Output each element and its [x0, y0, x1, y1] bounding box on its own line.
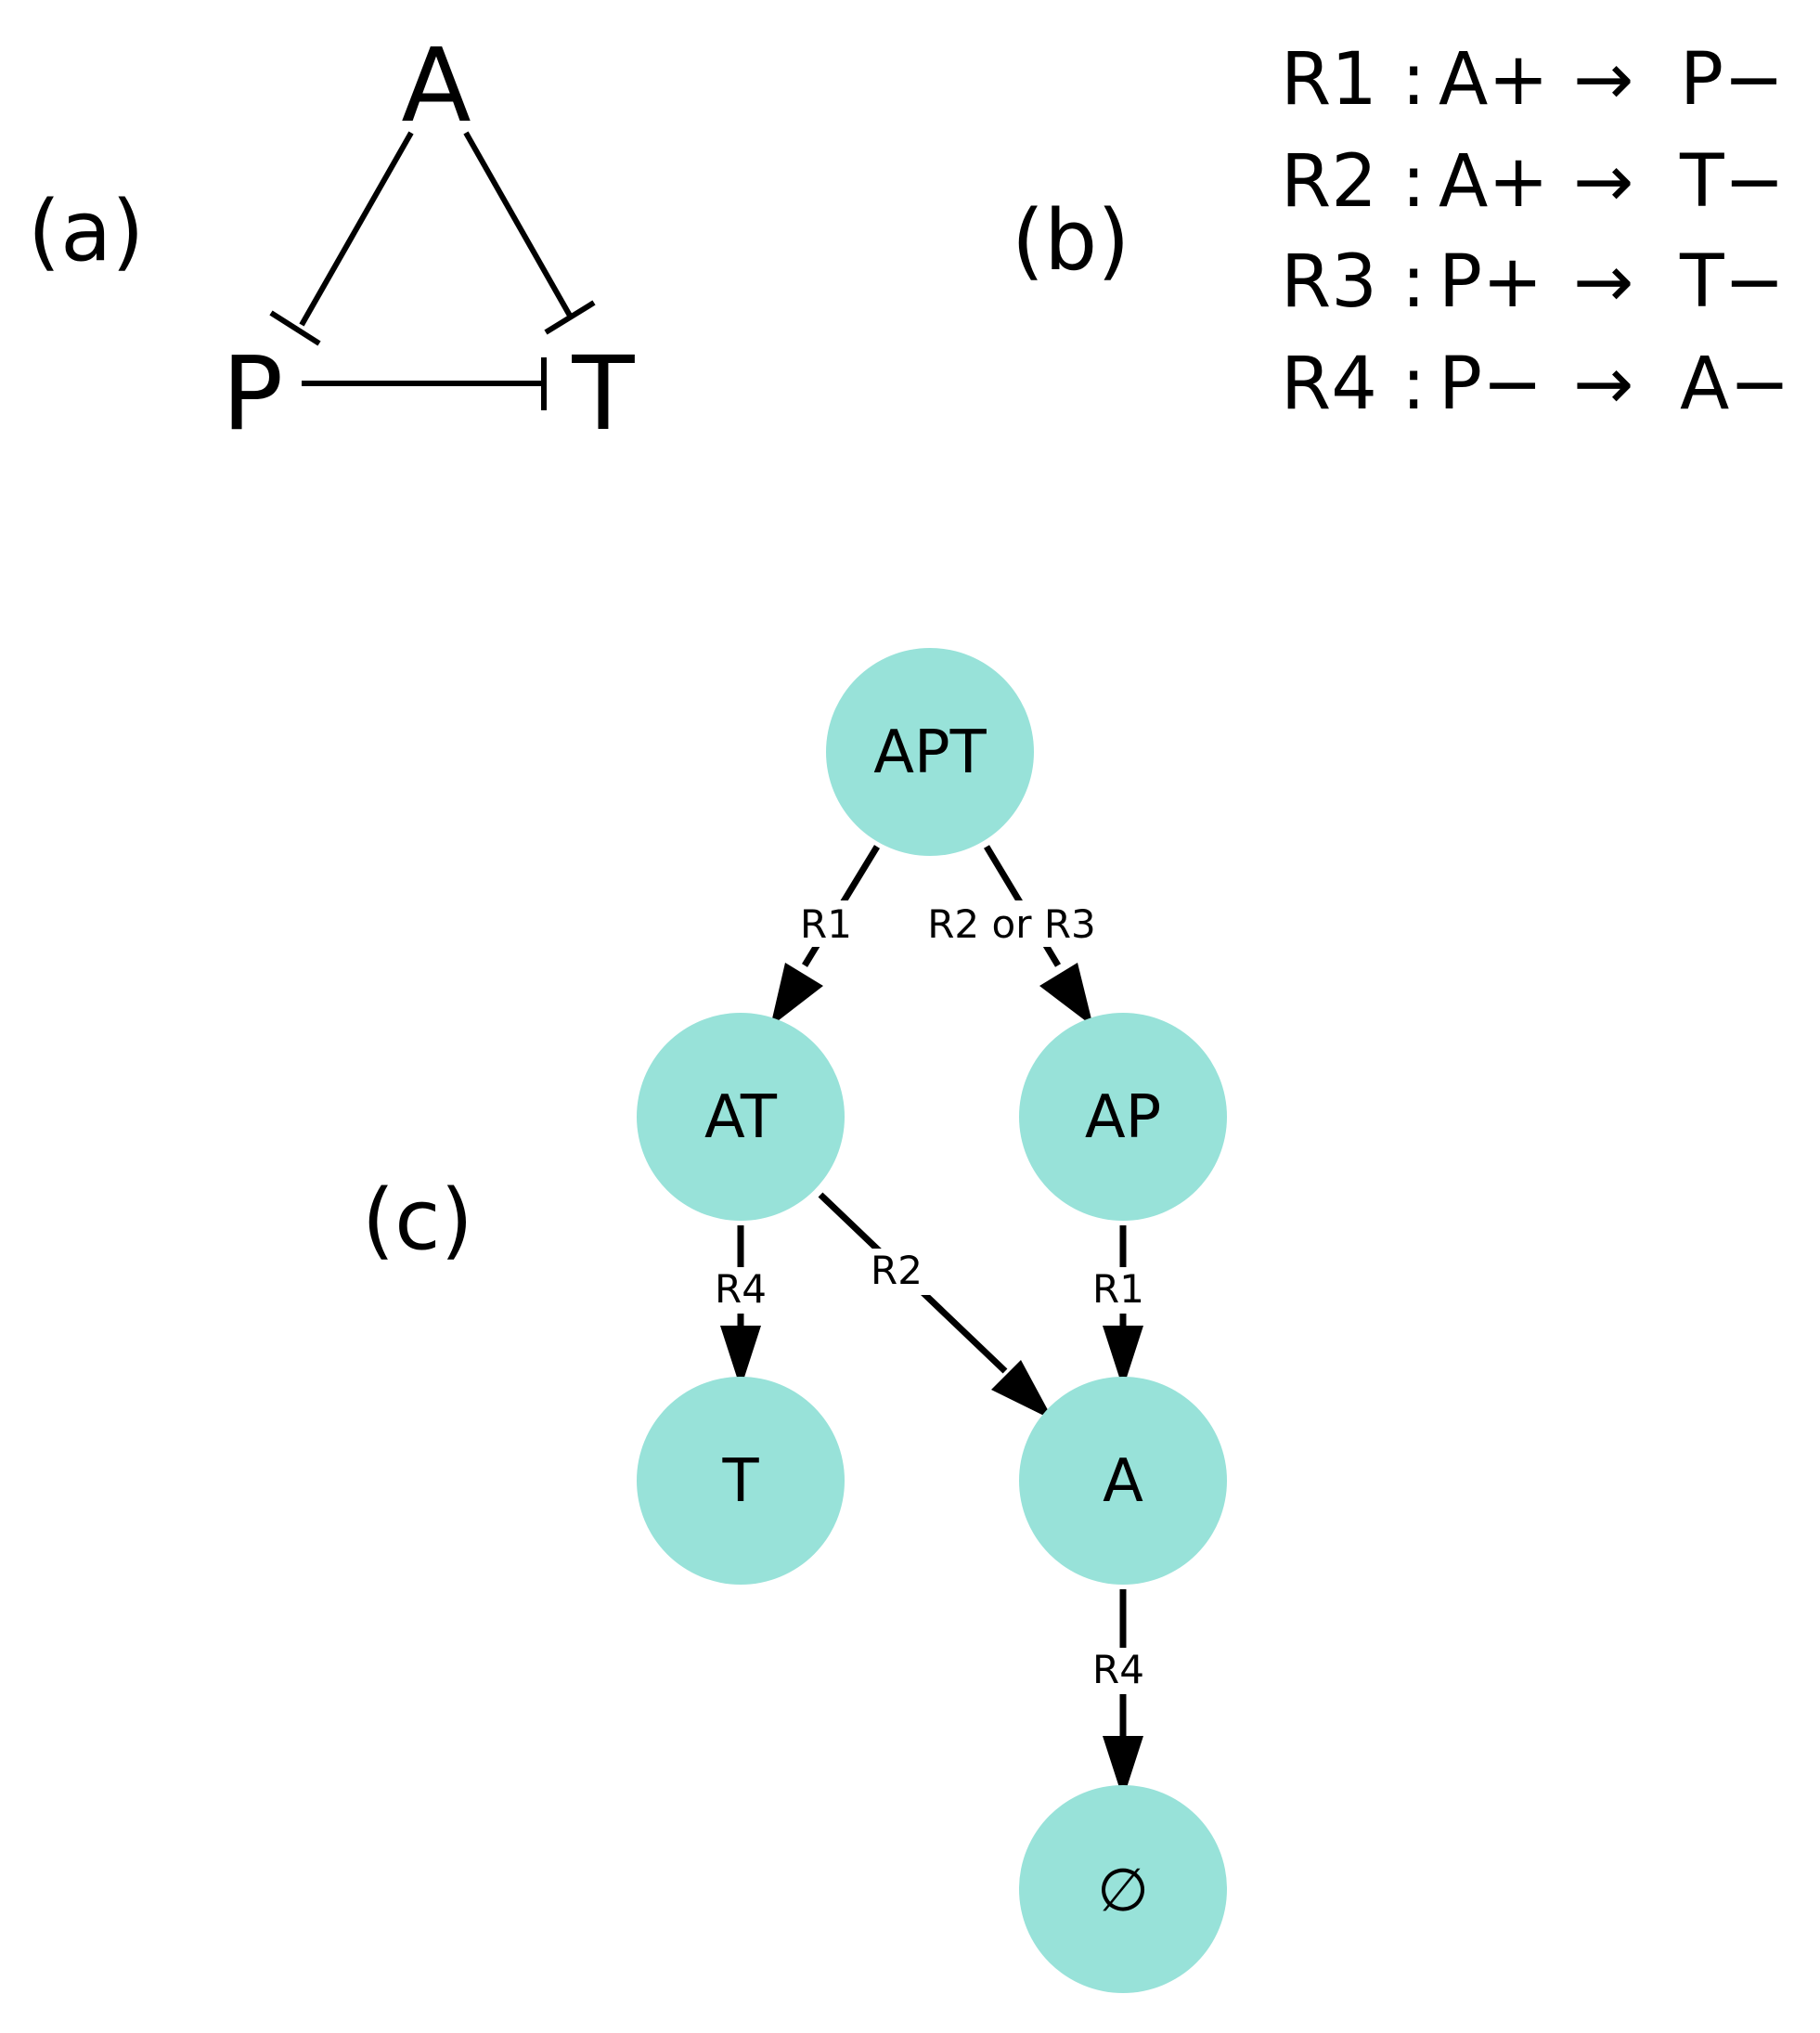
state-node-apt: APT	[826, 648, 1034, 856]
state-node-t-circle	[637, 1377, 845, 1585]
inhibition-a-p-bar	[269, 310, 321, 346]
inhibition-a-t	[463, 131, 573, 317]
edge-label-bg-apt-ap	[914, 900, 1114, 947]
state-node-at: AT	[637, 1013, 845, 1221]
state-node-a: A	[1019, 1377, 1227, 1585]
rule-r3-arrow: →	[1573, 240, 1633, 324]
edge-a-empty-arrowhead	[1103, 1736, 1143, 1799]
rule-r2-arrow: →	[1573, 140, 1633, 224]
edge-at-t-arrowhead	[720, 1326, 761, 1389]
rule-r1: R1 : A+ → P−	[1281, 38, 1784, 122]
edge-label-bg-apt-at	[794, 900, 858, 947]
rule-r1-rhs: P−	[1680, 38, 1784, 122]
rule-r4: R4 : P− → A−	[1281, 343, 1790, 426]
state-node-apt-label: APT	[873, 719, 987, 787]
edge-at-a-arrowhead	[991, 1360, 1053, 1420]
panel-label-a: (a)	[28, 183, 144, 280]
state-node-a-circle	[1019, 1377, 1227, 1585]
edge-ap-a-arrowhead	[1103, 1326, 1143, 1389]
panel-label-c: (c)	[362, 1172, 473, 1269]
state-node-empty-label: ∅	[1097, 1857, 1149, 1925]
state-node-t: T	[637, 1377, 845, 1585]
network-node-t: T	[571, 334, 635, 453]
rule-r4-sep: :	[1401, 343, 1426, 426]
state-node-ap-circle	[1019, 1013, 1227, 1221]
rule-r2-sep: :	[1401, 140, 1426, 224]
state-node-at-circle	[637, 1013, 845, 1221]
state-node-empty-circle	[1019, 1785, 1227, 1993]
edge-apt-ap-arrowhead	[1039, 963, 1093, 1027]
rule-r3-rhs: T−	[1679, 240, 1785, 324]
rule-r1-arrow: →	[1573, 38, 1633, 122]
edge-label-at-a: R2	[871, 1248, 923, 1293]
panel-b-rules: R1 : A+ → P− R2 : A+ → T− R3 : P+ → T− R…	[1281, 38, 1790, 426]
rule-r2-lhs: A+	[1439, 140, 1549, 224]
state-node-ap-label: AP	[1085, 1083, 1161, 1152]
edge-label-ap-a: R1	[1092, 1266, 1144, 1312]
inhibition-a-p	[299, 131, 414, 327]
edge-label-bg-at-a	[863, 1249, 934, 1295]
state-node-ap: AP	[1019, 1013, 1227, 1221]
rule-r2: R2 : A+ → T−	[1281, 140, 1785, 224]
edge-apt-at-arrowhead	[770, 963, 823, 1027]
rule-r2-rhs: T−	[1679, 140, 1785, 224]
rule-r4-name: R4	[1281, 343, 1377, 426]
rule-r3-name: R3	[1281, 240, 1377, 324]
rule-r4-rhs: A−	[1680, 343, 1790, 426]
rule-r2-name: R2	[1281, 140, 1377, 224]
edge-label-bg-at-t	[705, 1267, 776, 1314]
state-node-at-label: AT	[704, 1083, 778, 1152]
rule-r1-sep: :	[1401, 38, 1426, 122]
edge-label-a-empty: R4	[1092, 1647, 1144, 1692]
rule-r1-lhs: A+	[1439, 38, 1549, 122]
state-node-empty: ∅	[1019, 1785, 1227, 1993]
inhibition-a-t-bar	[544, 300, 596, 335]
edge-label-apt-ap: R2 or R3	[927, 901, 1095, 947]
edge-label-at-t: R4	[715, 1266, 767, 1312]
rule-r4-lhs: P−	[1439, 343, 1542, 426]
state-node-apt-circle	[826, 648, 1034, 856]
network-node-p: P	[222, 334, 283, 453]
edge-label-bg-ap-a	[1088, 1267, 1158, 1314]
rule-r3-lhs: P+	[1439, 240, 1542, 324]
rule-r1-name: R1	[1281, 38, 1377, 122]
state-node-a-label: A	[1103, 1447, 1143, 1516]
edge-label-apt-at: R1	[800, 901, 852, 947]
edge-at-a	[818, 1192, 1053, 1420]
panel-a-network: A P T	[222, 26, 636, 453]
network-node-a: A	[401, 26, 471, 145]
rule-r3: R3 : P+ → T−	[1281, 240, 1785, 324]
state-node-t-label: T	[721, 1447, 759, 1516]
rule-r4-arrow: →	[1573, 343, 1633, 426]
panel-c-graph: R1 R2 or R3 R4 R2 R1 R4 APT AT AP T	[637, 648, 1227, 1993]
edge-label-bg-a-empty	[1088, 1648, 1158, 1694]
panel-label-b: (b)	[1012, 192, 1129, 290]
rule-r3-sep: :	[1401, 240, 1426, 324]
